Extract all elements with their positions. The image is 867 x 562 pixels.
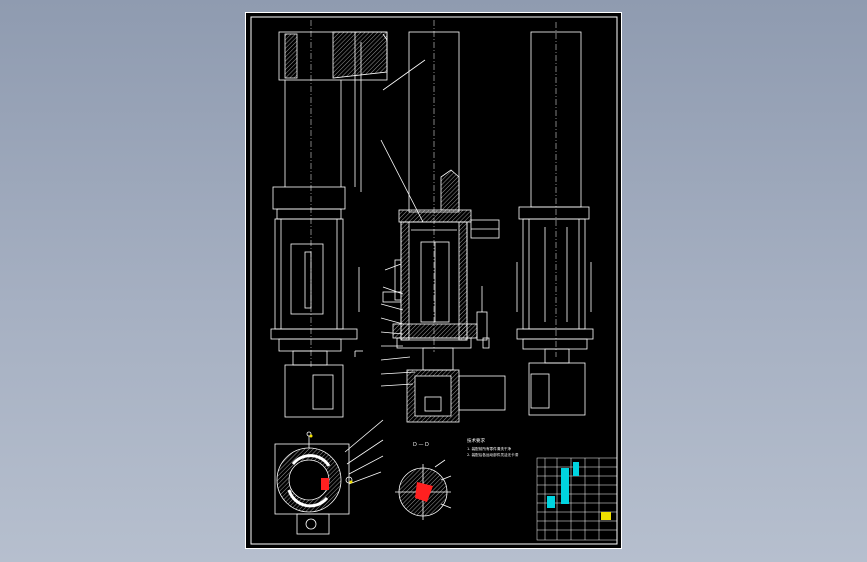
red-section-fill [415,482,433,502]
bottom-left-detail [274,419,384,535]
title-block-highlight-a [561,468,569,504]
inner-border [250,16,618,545]
title-block-highlight-c [547,496,555,508]
center-section-view [380,20,506,423]
drawing-sheet[interactable]: D — D 技术要求 1. 装配前所有零件清洗干净 2. 装配后各运动部件灵活无… [245,12,622,549]
yellow-center-mark [309,434,313,438]
notes-title: 技术要求 [467,437,485,444]
title-block-highlight-b [573,462,579,476]
notes-line-2: 2. 装配后各运动部件灵活无卡滞 [467,452,519,457]
section-label: D — D [413,442,429,448]
notes-line-1: 1. 装配前所有零件清洗干净 [467,446,512,451]
technical-notes: 技术要求 1. 装配前所有零件清洗干净 2. 装配后各运动部件灵活无卡滞 [467,437,519,457]
title-block-highlight-d [601,512,611,520]
red-section-mark-left [321,478,329,490]
right-elevation-view [516,22,594,416]
cad-drawing-canvas[interactable]: D — D 技术要求 1. 装配前所有零件清洗干净 2. 装配后各运动部件灵活无… [245,12,622,549]
outer-border [245,12,622,549]
yellow-point-mark [349,480,353,484]
left-elevation-view [270,20,388,418]
